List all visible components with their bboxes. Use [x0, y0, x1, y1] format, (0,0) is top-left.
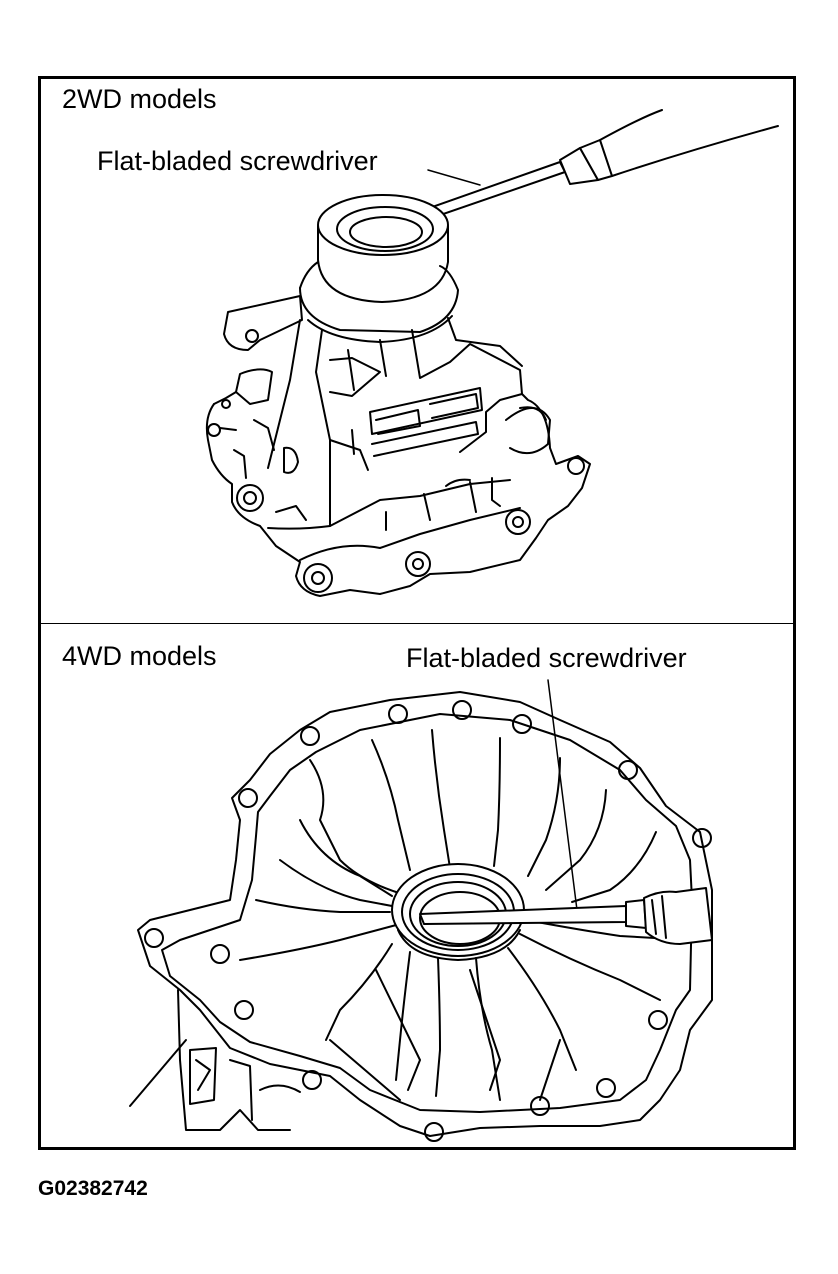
- panel-divider: [41, 623, 793, 624]
- transfer-case-flange-4wd: [138, 692, 712, 1136]
- extension-housing-2wd: [207, 296, 590, 596]
- figure-code: G02382742: [38, 1177, 148, 1200]
- panel-4wd-callout: Flat-bladed screwdriver: [406, 643, 687, 673]
- callout-leader-2wd: [428, 170, 480, 185]
- panel-2wd-callout: Flat-bladed screwdriver: [97, 146, 378, 176]
- oil-seal-4wd: [392, 864, 524, 960]
- panel-4wd-title: 4WD models: [62, 641, 217, 671]
- figure-frame: [38, 76, 796, 1150]
- panel-2wd-title: 2WD models: [62, 84, 217, 114]
- case-body-4wd: [130, 990, 300, 1130]
- case-ribs-4wd: [240, 730, 690, 1100]
- oil-seal-2wd: [300, 195, 458, 342]
- screwdriver-4wd: [420, 888, 712, 944]
- callout-leader-4wd: [548, 680, 578, 918]
